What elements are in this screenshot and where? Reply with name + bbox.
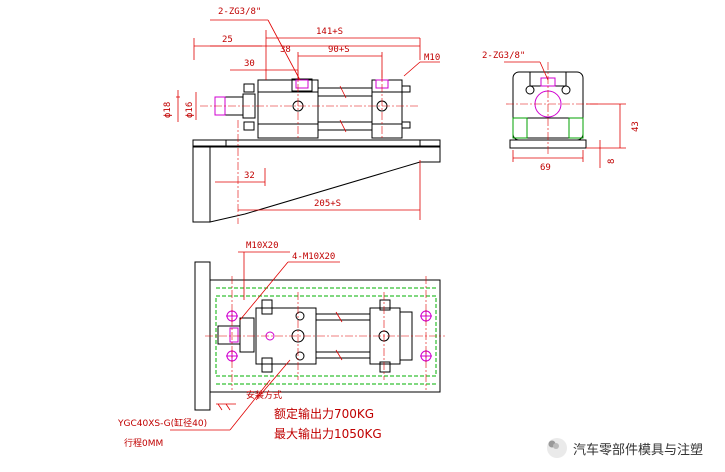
dim-205-label: 205+S [314,199,341,209]
dim-25-label: 25 [222,35,233,45]
front-block-left [257,79,319,139]
dim-32-label: 32 [244,171,255,181]
dim-phi16-label: ϕ16 [185,102,195,118]
max-output-label: 最大输出力1050KG [274,426,382,441]
rated-output-label: 额定输出力700KG [274,406,374,421]
watermark: 汽车零部件模具与注塑 [546,438,703,458]
watermark-text: 汽车零部件模具与注塑 [572,442,703,458]
dim-m10-label: M10 [424,53,440,63]
label-m10x20: M10X20 [246,241,279,251]
label-4-m10x20: 4-M10X20 [292,252,335,262]
top-view: M10X20 4-M10X20 安装方式 YGC40XS-G(缸径40) 行程0… [117,241,445,449]
dim-141-label: 141+S [316,27,343,37]
top-rod [217,325,241,345]
dim-43-label: 43 [631,121,641,132]
dim-8-label: 8 [607,159,617,164]
dim-phi18-label: ϕ18 [163,102,173,118]
dim-90-label: 90+S [328,45,350,55]
bracket-gusset [209,145,441,223]
bracket-vertical-plate [192,145,211,223]
bracket-top-plate [192,139,441,148]
dim-38-label: 38 [280,45,291,55]
front-port-label: 2-ZG3/8" [218,7,261,17]
dim-30-label: 30 [244,59,255,69]
front-block-right [371,79,403,139]
dim-69-label: 69 [540,163,551,173]
wechat-icon [546,438,567,458]
side-view: 2-ZG3/8" 43 69 8 [482,51,641,173]
top-body-left [255,307,317,365]
stroke-label: 行程0MM [124,437,163,449]
side-port-label: 2-ZG3/8" [482,51,525,61]
front-view: 2-ZG3/8" 141+S 25 38 90+S 30 M10 ϕ18 ϕ16… [163,7,441,224]
mount-note: 安装方式 [246,389,282,401]
port-marker-1 [295,79,309,89]
model-label: YGC40XS-G(缸径40) [117,417,207,429]
